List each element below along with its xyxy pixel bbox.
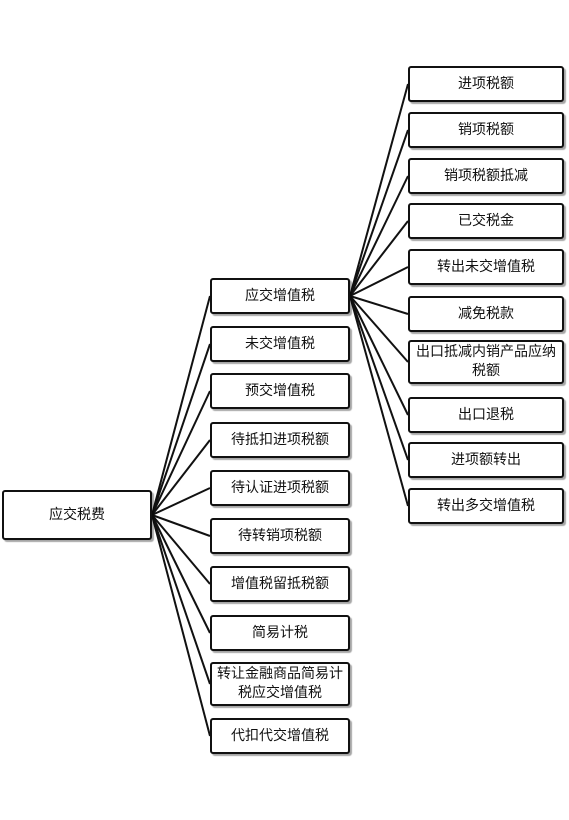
node-l1-unpaid-vat: 未交增值税 (210, 326, 350, 362)
node-l1-pending-certify: 待认证进项税额 (210, 470, 350, 506)
edge-vat-l2-0 (349, 83, 409, 297)
node-l1-withheld-vat: 代扣代交增值税 (210, 718, 350, 754)
node-l1-retained-credit: 增值税留抵税额 (210, 566, 350, 602)
node-l1-pending-output: 待转销项税额 (210, 518, 350, 554)
node-l1-financial-transfer: 转让金融商品简易计 税应交增值税 (210, 662, 350, 706)
edge-vat-l2-9 (349, 295, 409, 507)
edge-root-l1-1 (151, 343, 211, 516)
edge-root-l1-9 (151, 514, 211, 737)
node-l2-input-tax: 进项税额 (408, 66, 564, 102)
edge-root-l1-2 (151, 390, 211, 516)
edge-root-l1-0 (151, 295, 211, 516)
edge-root-l1-3 (151, 439, 211, 516)
node-l2-output-tax: 销项税额 (408, 112, 564, 148)
edge-vat-l2-1 (349, 129, 409, 297)
edge-root-l1-7 (151, 514, 211, 634)
node-l2-export-offset: 出口抵减内销产品应纳 税额 (408, 340, 564, 384)
edge-vat-l2-8 (349, 295, 409, 461)
node-l2-export-refund: 出口退税 (408, 397, 564, 433)
node-l2-input-transfer-out: 进项额转出 (408, 442, 564, 478)
edge-root-l1-6 (151, 514, 211, 585)
node-l2-tax-relief: 减免税款 (408, 296, 564, 332)
node-l1-simple-tax: 简易计税 (210, 615, 350, 651)
node-l2-paid-tax: 已交税金 (408, 203, 564, 239)
edge-vat-l2-3 (349, 220, 409, 297)
root-node: 应交税费 (2, 490, 152, 540)
edge-vat-l2-5 (349, 295, 409, 315)
node-l1-pending-deduct: 待抵扣进项税额 (210, 422, 350, 458)
edge-vat-l2-7 (349, 295, 409, 416)
edge-root-l1-8 (151, 514, 211, 685)
edge-vat-l2-2 (349, 175, 409, 297)
node-l1-vat-payable: 应交增值税 (210, 278, 350, 314)
edge-vat-l2-4 (349, 266, 409, 297)
edge-vat-l2-6 (349, 295, 409, 363)
node-l2-transfer-unpaid: 转出未交增值税 (408, 249, 564, 285)
edge-root-l1-4 (151, 487, 211, 516)
node-l1-prepaid-vat: 预交增值税 (210, 373, 350, 409)
node-l2-transfer-overpaid: 转出多交增值税 (408, 488, 564, 524)
edge-root-l1-5 (151, 514, 211, 537)
node-l2-output-deduct: 销项税额抵减 (408, 158, 564, 194)
